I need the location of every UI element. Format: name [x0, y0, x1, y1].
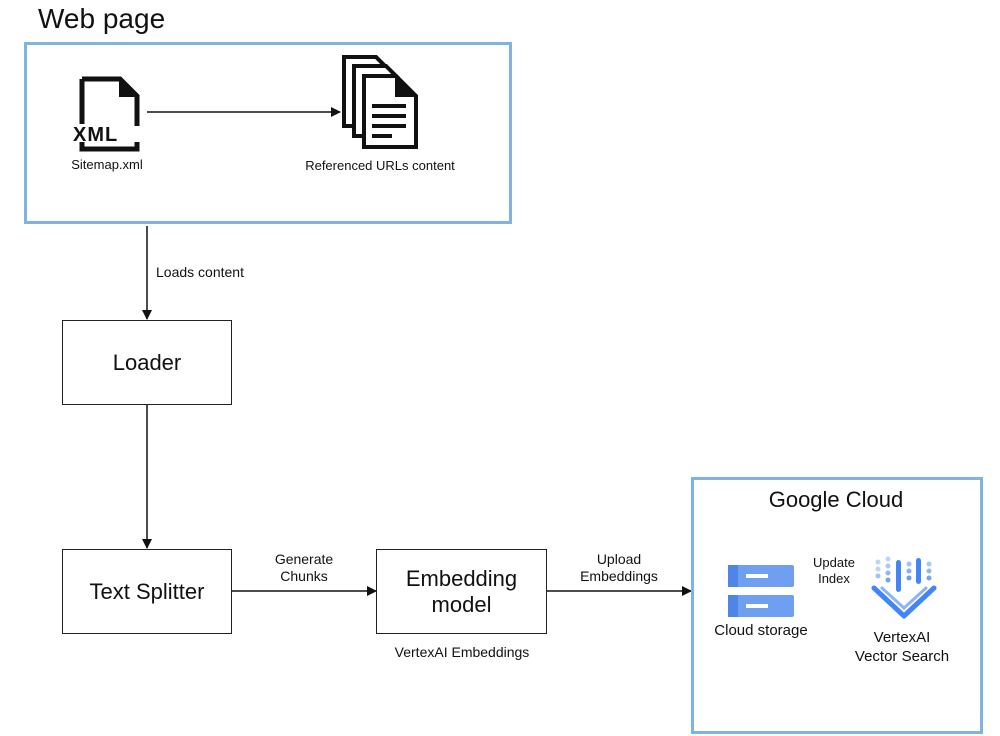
xml-icon-text: XML: [73, 124, 119, 146]
generate-chunks-label: Generate Chunks: [256, 551, 352, 585]
urls-content-label: Referenced URLs content: [305, 158, 455, 173]
update-index-line-2: Index: [818, 571, 850, 586]
embedding-model-line-1: Embedding: [405, 565, 518, 591]
documents-stack-icon: [336, 54, 420, 150]
update-index-line-1: Update: [813, 555, 855, 570]
generate-chunks-line-1: Generate: [274, 551, 334, 567]
web-page-title: Web page: [38, 3, 166, 34]
loader-label: Loader: [112, 349, 182, 375]
upload-embeddings-line-2: Embeddings: [580, 568, 658, 584]
sitemap-label: Sitemap.xml: [71, 157, 143, 172]
vector-search-line-1: VertexAI: [873, 629, 931, 646]
upload-embeddings-label: Upload Embeddings: [564, 551, 674, 585]
embedding-model-line-2: model: [431, 591, 492, 617]
embedding-caption: VertexAI Embeddings: [394, 644, 530, 660]
vector-search-icon: [868, 556, 940, 622]
embedding-model-node: Embedding model: [376, 549, 547, 634]
cloud-storage-label: Cloud storage: [714, 622, 808, 639]
vector-search-label: VertexAI Vector Search: [838, 628, 966, 666]
update-index-label: Update Index: [802, 555, 866, 587]
xml-file-icon: XML: [72, 76, 142, 152]
vector-search-line-2: Vector Search: [854, 648, 950, 665]
text-splitter-label: Text Splitter: [89, 578, 205, 604]
loader-node: Loader: [62, 320, 232, 405]
web-page-frame: [24, 42, 512, 224]
generate-chunks-line-2: Chunks: [280, 568, 328, 584]
loads-content-label: Loads content: [156, 264, 244, 280]
text-splitter-node: Text Splitter: [62, 549, 232, 634]
cloud-storage-icon: [726, 563, 796, 619]
upload-embeddings-line-1: Upload: [596, 551, 642, 567]
google-cloud-title: Google Cloud: [768, 487, 904, 512]
